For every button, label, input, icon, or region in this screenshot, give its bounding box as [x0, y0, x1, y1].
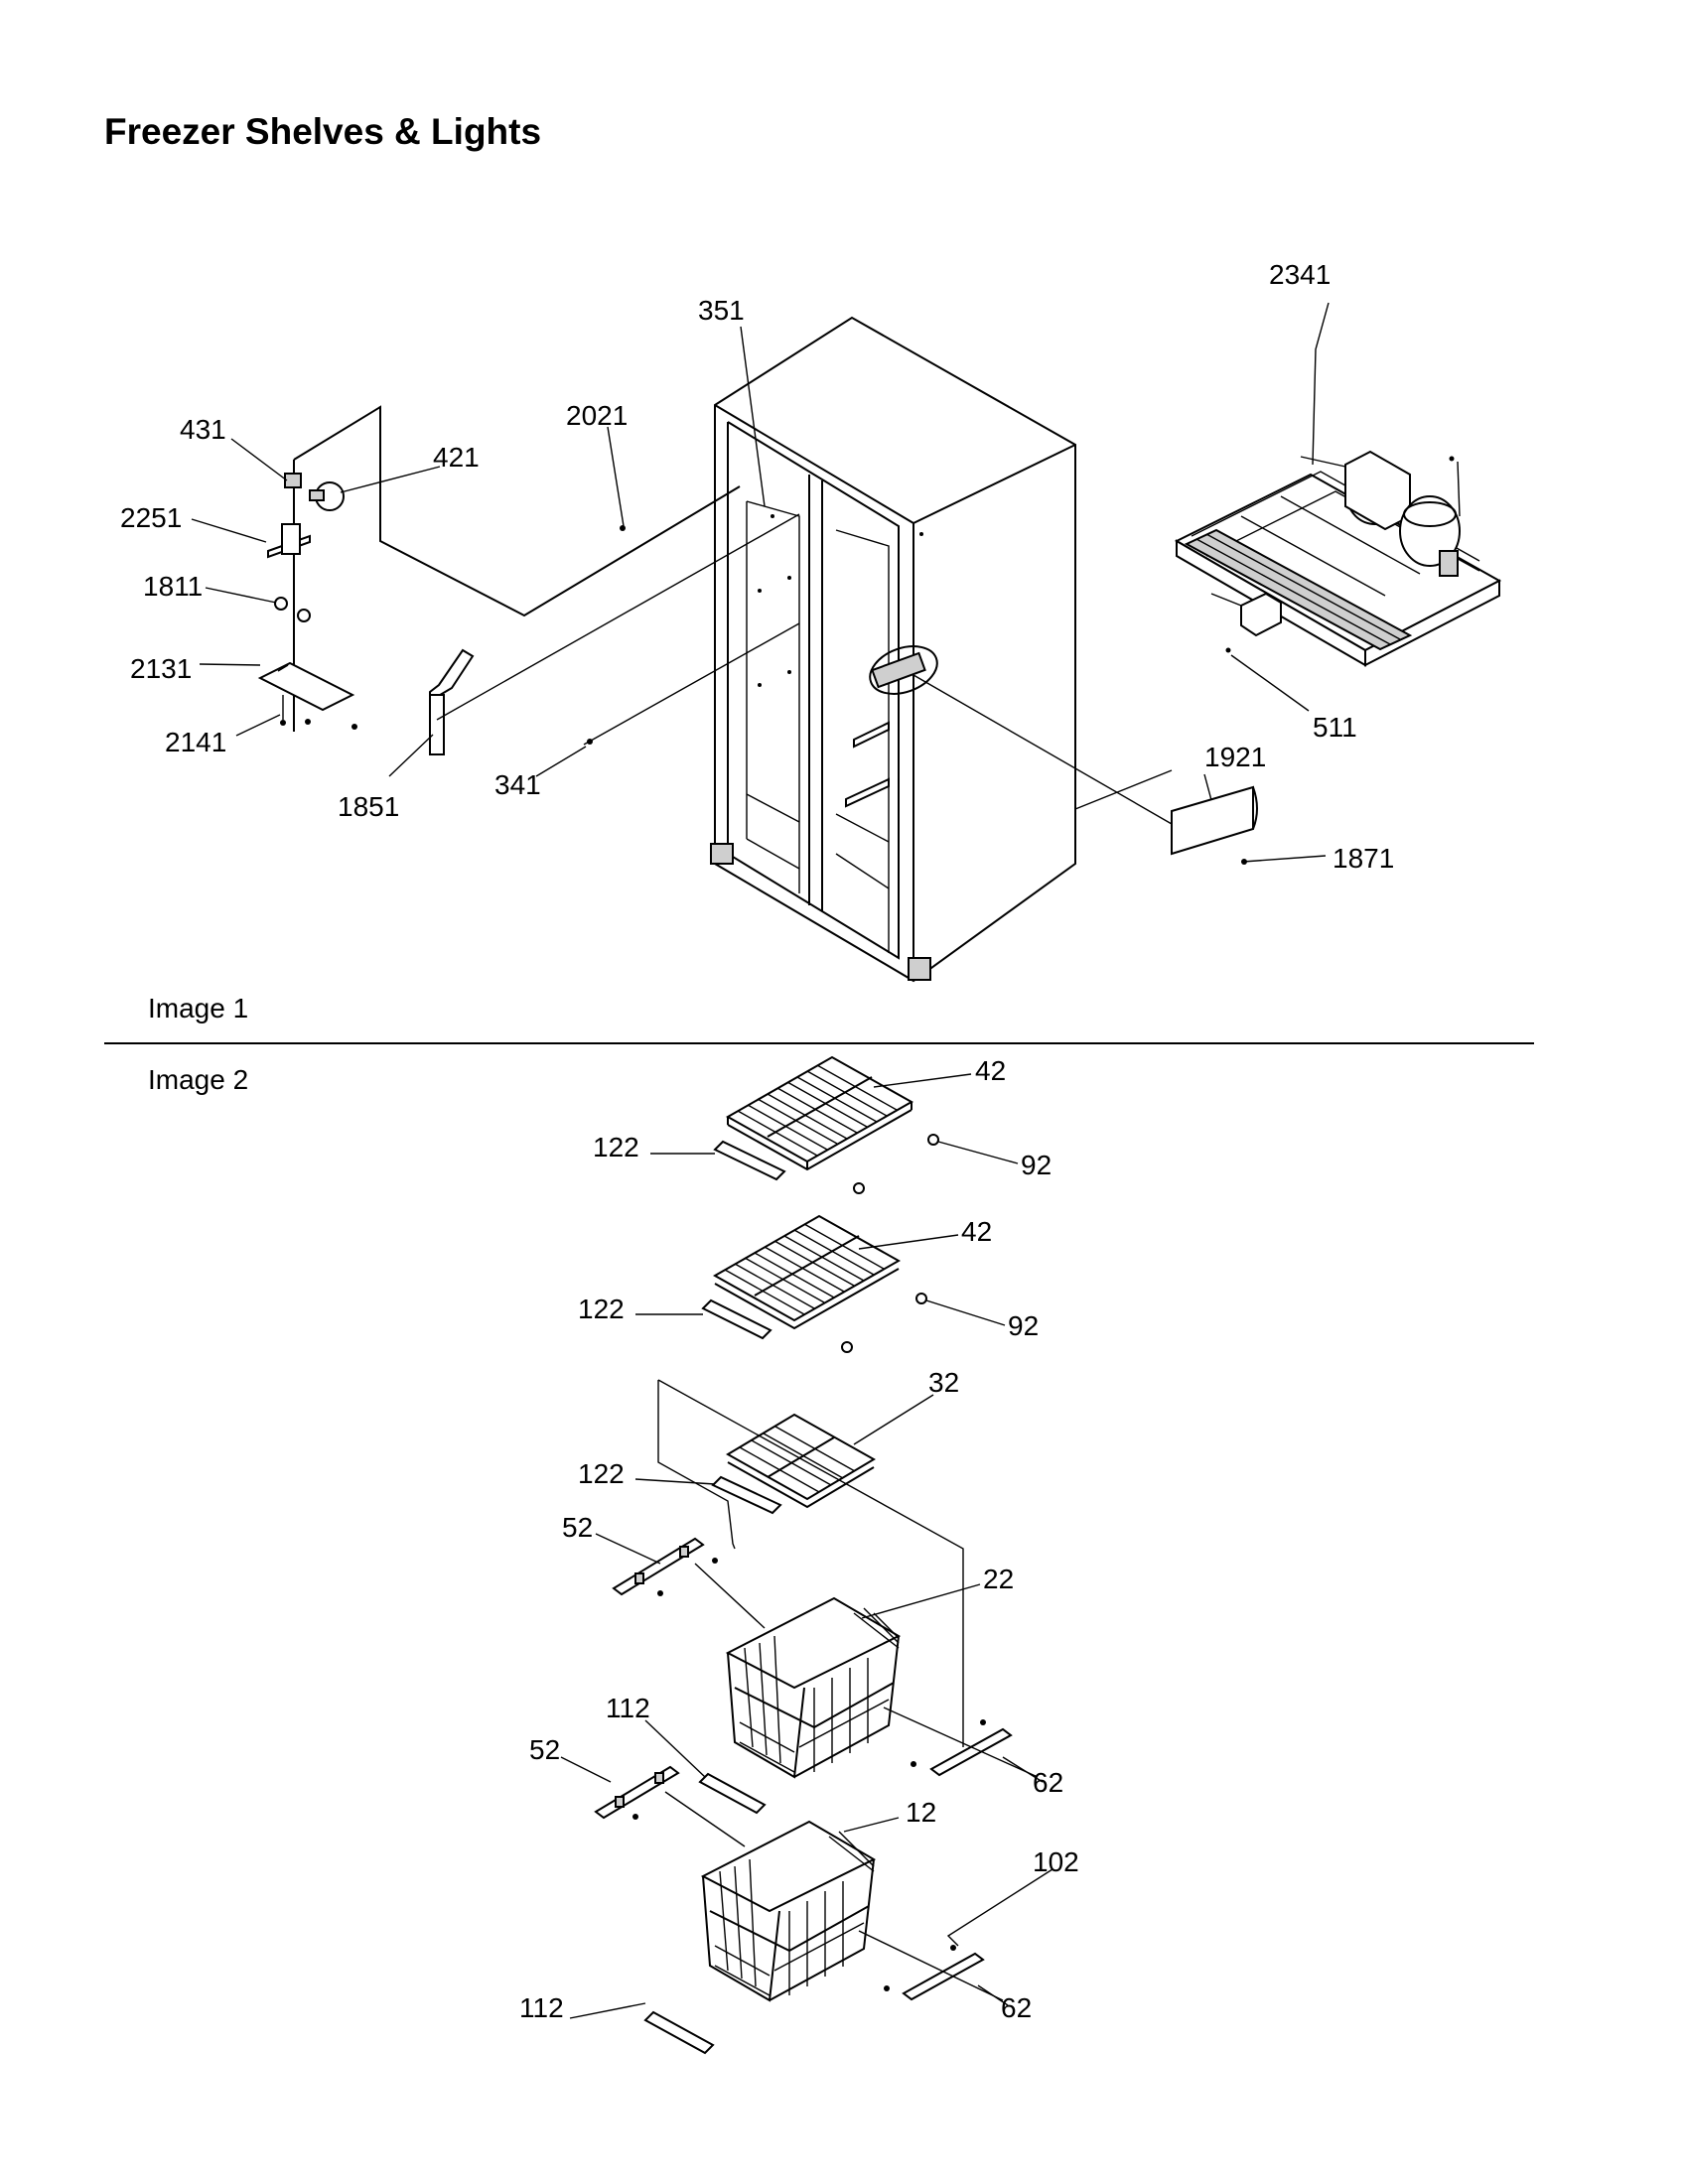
callout-351: 351 [698, 295, 745, 326]
image-1-label: Image 1 [148, 993, 249, 1024]
callout-42: 42 [961, 1216, 992, 1247]
callout-1921: 1921 [1204, 742, 1266, 772]
callout-92: 92 [1021, 1150, 1052, 1180]
callout-1871: 1871 [1333, 843, 1394, 874]
machine-compartment-assembly [1174, 450, 1502, 667]
basket-slide-left-upper [612, 1537, 766, 1629]
leader-lines-image1 [191, 302, 1330, 865]
basket-trim-lower [643, 2010, 715, 2055]
refrigerator-cabinet [710, 316, 1076, 983]
section-divider [104, 1042, 1534, 1044]
callout-122: 122 [578, 1294, 625, 1324]
callout-42: 42 [975, 1055, 1006, 1086]
callout-2251: 2251 [120, 502, 182, 533]
callout-122: 122 [593, 1132, 639, 1162]
wire-basket-lower [700, 1820, 877, 2002]
light-shield [429, 648, 475, 755]
callout-62: 62 [1001, 1992, 1032, 2023]
callout-62: 62 [1033, 1767, 1063, 1798]
callouts-image1: 2341 351 2021 431 421 2251 1811 2131 214… [120, 259, 1394, 874]
callout-2141: 2141 [165, 727, 226, 757]
callout-341: 341 [494, 769, 541, 800]
page-title: Freezer Shelves & Lights [104, 111, 542, 152]
callout-2021: 2021 [566, 400, 628, 431]
basket-trim-upper [698, 1772, 767, 1815]
wire-shelf-top [713, 1055, 939, 1194]
callout-92: 92 [1008, 1310, 1039, 1341]
callout-22: 22 [983, 1564, 1014, 1594]
callout-52: 52 [529, 1734, 560, 1765]
callout-52: 52 [562, 1512, 593, 1543]
callout-2341: 2341 [1269, 259, 1331, 290]
callout-1851: 1851 [338, 791, 399, 822]
callout-2131: 2131 [130, 653, 192, 684]
callout-122: 122 [578, 1458, 625, 1489]
leader-lines-image2 [560, 1073, 1053, 2019]
callout-1811: 1811 [143, 571, 203, 602]
wire-shelf-middle [701, 1214, 927, 1353]
callout-511: 511 [1313, 712, 1357, 743]
callout-102: 102 [1033, 1846, 1079, 1877]
light-socket-assembly [257, 405, 741, 732]
callout-421: 421 [433, 442, 480, 473]
basket-slide-right-upper [883, 1706, 1039, 1778]
basket-slide-left-lower [594, 1765, 746, 1847]
basket-slide-right-lower [858, 1930, 1004, 2001]
callout-32: 32 [928, 1367, 959, 1398]
callout-431: 431 [180, 414, 226, 445]
image-2-label: Image 2 [148, 1064, 249, 1095]
callouts-image2: 42 122 92 42 122 92 32 122 52 22 112 52 … [519, 1055, 1079, 2023]
callout-112: 112 [519, 1992, 564, 2023]
callout-12: 12 [906, 1797, 936, 1828]
wire-basket-upper [725, 1596, 902, 1779]
callout-112: 112 [606, 1693, 650, 1723]
light-cover [1171, 785, 1258, 856]
half-wire-shelf [657, 1379, 964, 1747]
